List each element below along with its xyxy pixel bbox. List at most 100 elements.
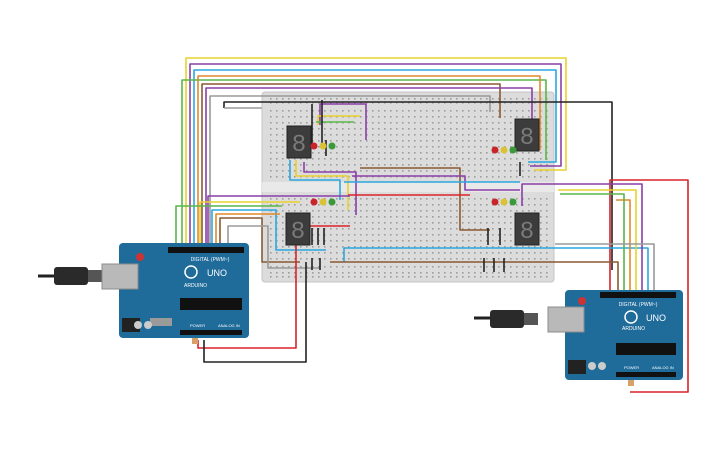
usb-plug[interactable] (54, 267, 88, 285)
reset-button[interactable] (136, 253, 144, 261)
breadboard-hole (468, 258, 470, 260)
breadboard-hole (444, 164, 446, 166)
breadboard-hole (384, 252, 386, 254)
breadboard-hole (420, 170, 422, 172)
breadboard-hole (324, 246, 326, 248)
breadboard-hole (546, 258, 548, 260)
wire-purple-4 (303, 162, 357, 215)
breadboard-hole (450, 204, 452, 206)
breadboard-hole (486, 266, 488, 268)
breadboard-hole (318, 276, 320, 278)
breadboard-hole (360, 246, 362, 248)
breadboard-hole (360, 198, 362, 200)
breadboard-hole (480, 204, 482, 206)
breadboard-hole (348, 152, 350, 154)
breadboard-hole (540, 266, 542, 268)
led-green[interactable] (328, 142, 336, 150)
breadboard-hole (480, 116, 482, 118)
breadboard-hole (390, 210, 392, 212)
breadboard-hole (384, 246, 386, 248)
breadboard-hole (378, 198, 380, 200)
breadboard-hole (474, 164, 476, 166)
breadboard-hole (432, 110, 434, 112)
seven-seg-bottom-left[interactable]: 8 (285, 212, 311, 246)
breadboard-hole (324, 222, 326, 224)
breadboard-hole (432, 258, 434, 260)
led-red[interactable] (310, 198, 318, 206)
breadboard-hole (360, 258, 362, 260)
breadboard-hole (318, 216, 320, 218)
breadboard-hole (270, 158, 272, 160)
breadboard-hole (510, 122, 512, 124)
breadboard-hole (510, 266, 512, 268)
breadboard-hole (450, 170, 452, 172)
breadboard-hole (336, 204, 338, 206)
breadboard-hole (306, 164, 308, 166)
led-yellow[interactable] (319, 198, 327, 206)
breadboard-hole (504, 276, 506, 278)
breadboard-hole (540, 216, 542, 218)
breadboard-hole (396, 158, 398, 160)
breadboard-hole (402, 228, 404, 230)
breadboard-hole (348, 222, 350, 224)
breadboard-hole (318, 146, 320, 148)
breadboard-hole (480, 234, 482, 236)
led-yellow[interactable] (500, 146, 508, 154)
breadboard-hole (276, 110, 278, 112)
breadboard-hole (426, 170, 428, 172)
led-group-bottom-right[interactable] (491, 198, 517, 206)
breadboard-hole (546, 204, 548, 206)
breadboard-hole (414, 210, 416, 212)
led-green[interactable] (328, 198, 336, 206)
breadboard-hole (522, 110, 524, 112)
led-green[interactable] (509, 146, 517, 154)
usb-plug[interactable] (490, 310, 524, 328)
breadboard-hole (336, 246, 338, 248)
breadboard-hole (516, 276, 518, 278)
breadboard-hole (348, 228, 350, 230)
breadboard-hole (336, 276, 338, 278)
wire-gray-3 (555, 243, 655, 290)
breadboard-hole (420, 158, 422, 160)
led-group-bottom-left[interactable] (310, 198, 336, 206)
breadboard-hole (342, 158, 344, 160)
breadboard[interactable] (261, 91, 555, 283)
breadboard-hole (318, 140, 320, 142)
breadboard-hole (282, 128, 284, 130)
arduino-uno-right[interactable]: DIGITAL (PWM~) UNO ARDUINO POWER ANALOG … (474, 290, 683, 386)
breadboard-hole (360, 204, 362, 206)
breadboard-hole (396, 240, 398, 242)
seven-seg-top-left[interactable]: 8 (286, 125, 312, 159)
led-yellow[interactable] (319, 142, 327, 150)
reset-button[interactable] (578, 297, 586, 305)
atmega-chip (616, 343, 676, 355)
led-group-top-left[interactable] (310, 142, 336, 150)
breadboard-hole (384, 276, 386, 278)
breadboard-hole (534, 110, 536, 112)
arduino-uno-left[interactable]: DIGITAL (PWM~) UNO ARDUINO POWER ANALOG … (38, 243, 249, 344)
breadboard-hole (534, 210, 536, 212)
breadboard-hole (462, 158, 464, 160)
led-yellow[interactable] (500, 198, 508, 206)
breadboard-hole (498, 228, 500, 230)
led-red[interactable] (491, 146, 499, 154)
led-red[interactable] (491, 198, 499, 206)
breadboard-hole (510, 128, 512, 130)
breadboard-hole (450, 276, 452, 278)
breadboard-hole (336, 110, 338, 112)
seven-seg-bottom-right[interactable]: 8 (514, 212, 540, 246)
breadboard-hole (498, 252, 500, 254)
breadboard-hole (480, 140, 482, 142)
breadboard-hole (444, 216, 446, 218)
led-red[interactable] (310, 142, 318, 150)
breadboard-hole (492, 216, 494, 218)
breadboard-hole (396, 276, 398, 278)
led-green[interactable] (509, 198, 517, 206)
breadboard-hole (396, 252, 398, 254)
led-group-top-right[interactable] (491, 146, 517, 154)
seven-seg-top-right[interactable]: 8 (514, 118, 540, 152)
breadboard-hole (390, 234, 392, 236)
breadboard-hole (468, 198, 470, 200)
breadboard-hole (450, 116, 452, 118)
breadboard-hole (270, 276, 272, 278)
